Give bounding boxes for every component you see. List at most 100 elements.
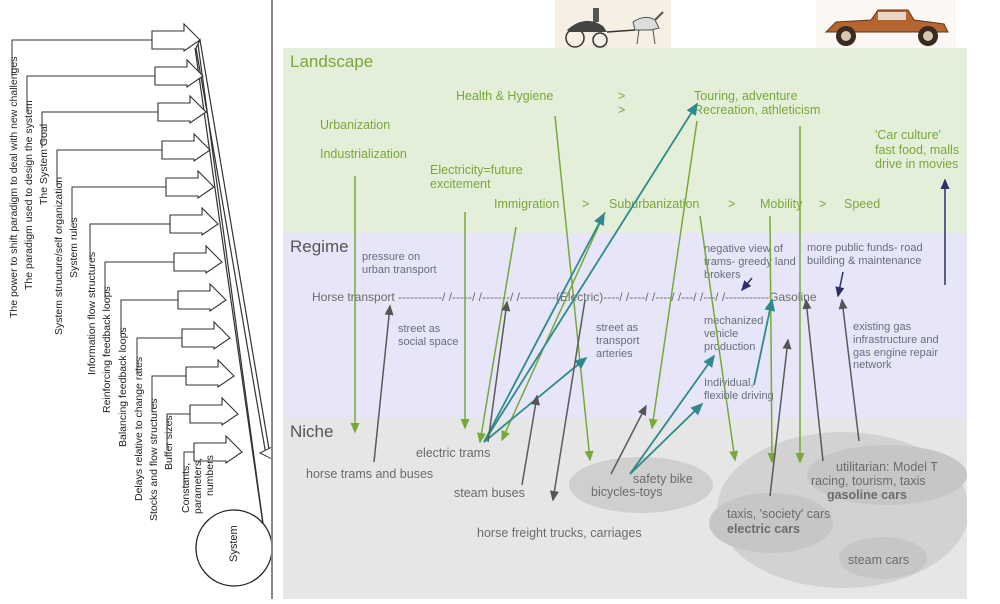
leverage-points-panel: The power to shift paradigm to deal with… [0, 0, 273, 599]
leverage-arrow [193, 434, 243, 465]
street-social-text-1: street as [398, 323, 441, 335]
horse-trams-text: horse trams and buses [306, 467, 434, 481]
negative-view-text-2: trams- greedy land [704, 256, 796, 268]
taxis-society-text: taxis, 'society' cars [727, 507, 831, 521]
leverage-label-3: The System Goal [38, 123, 50, 205]
car-culture-text-1: 'Car culture' [875, 128, 941, 142]
leverage-label-9: Delays relative to change rates [133, 356, 145, 501]
public-funds-text-2: building & maintenance [807, 255, 922, 267]
utilitarian-text: utilitarian: Model T [836, 460, 938, 474]
steam-buses-text: steam buses [454, 486, 525, 500]
leverage-leader-line [151, 375, 186, 412]
mechanized-text-2: vehicle [704, 328, 739, 340]
street-arteries-text-3: arteries [596, 348, 633, 360]
regime-timeline-text: Horse transport -----------/ /-----/ /--… [312, 290, 817, 304]
leverage-label-7: Reinforcing feedback loops [101, 286, 113, 413]
leverage-arrow [173, 244, 223, 275]
negative-view-text-1: negative view of [704, 243, 783, 255]
leverage-leader-line [71, 186, 166, 223]
landscape-gt-4: > [728, 197, 736, 211]
leverage-label-1: The power to shift paradigm to deal with… [8, 56, 20, 318]
existing-gas-text-3: gas engine repair [853, 347, 939, 359]
landscape-gt-5: > [819, 197, 827, 211]
leverage-arrow [161, 132, 211, 163]
leverage-leader-line [11, 39, 152, 76]
existing-gas-text-1: existing gas [853, 321, 912, 333]
racing-text: racing, tourism, taxis [811, 474, 926, 488]
electricity-text-1: Electricity=future [430, 163, 523, 177]
leverage-label-4: System structure/self organization [53, 176, 65, 335]
gasoline-cars-text: gasoline cars [827, 488, 907, 502]
leverage-leader-line [104, 261, 174, 298]
leverage-label-10: Stocks and flow structures [148, 398, 160, 521]
immigration-text: Immigration [494, 197, 560, 211]
leverage-arrow [151, 22, 201, 53]
leverage-arrow [165, 169, 215, 200]
street-social-text-2: social space [398, 336, 459, 348]
horse-freight-text: horse freight trucks, carriages [477, 526, 642, 540]
recreation-text: Recreation, athleticism [694, 103, 821, 117]
mechanized-text-1: mechanized [704, 315, 764, 327]
leverage-leader-line [26, 75, 155, 112]
landscape-label: Landscape [290, 52, 374, 71]
leverage-leader-line [41, 111, 158, 148]
leverage-label-13: parameters, [192, 457, 204, 514]
speed-text: Speed [844, 197, 881, 211]
leverage-label-2: The paradigm used to design the system [23, 100, 35, 290]
negative-view-text-3: brokers [704, 269, 741, 281]
landscape-gt-2: > [618, 103, 626, 117]
niche-label: Niche [290, 422, 334, 441]
vintage-car-picture [816, 0, 956, 50]
carriage-picture [555, 0, 671, 50]
car-culture-text-2: fast food, malls [875, 143, 960, 157]
electric-trams-text: electric trams [416, 446, 491, 460]
existing-gas-text-4: network [853, 359, 892, 371]
pressure-text-1: pressure on [362, 251, 421, 263]
leverage-leader-line [56, 149, 162, 186]
car-culture-text-3: drive in movies [875, 157, 959, 171]
leverage-arrow [177, 282, 227, 313]
leverage-label-14: numbers [204, 455, 216, 496]
public-funds-text-1: more public funds- road [807, 242, 923, 254]
leverage-arrow [157, 94, 207, 125]
safety-bike-text: safety bike [633, 472, 693, 486]
health-hygiene-text: Health & Hygiene [456, 89, 554, 103]
landscape-gt-1: > [618, 89, 626, 103]
leverage-label-11: Buffer sizes [163, 415, 175, 470]
mechanized-text-3: production [704, 341, 756, 353]
street-arteries-text-1: street as [596, 322, 639, 334]
leverage-arrow [154, 58, 204, 89]
electricity-text-2: excitement [430, 177, 491, 191]
leverage-label-8: Balancing feedback loops [117, 327, 129, 447]
suburbanization-text: Suburbanization [609, 197, 700, 211]
leverage-label-5: System rules [68, 217, 80, 278]
system-label: System [228, 525, 240, 562]
panel-divider [271, 0, 273, 599]
leverage-leader-line [136, 337, 182, 374]
leverage-arrow [169, 206, 219, 237]
leverage-arrow [181, 320, 231, 351]
steam-cars-text: steam cars [848, 553, 910, 567]
individual-driving-text-1: Individual, [704, 377, 754, 389]
leverage-leader-line [120, 299, 178, 336]
urbanization-text: Urbanization [320, 118, 391, 132]
electric-cars-text: electric cars [727, 522, 800, 536]
industrialization-text: Industrialization [320, 147, 407, 161]
leverage-arrow [185, 358, 235, 389]
landscape-gt-3: > [582, 197, 590, 211]
street-arteries-text-2: transport [596, 335, 640, 347]
leverage-leader-line [183, 451, 194, 488]
leverage-leader-line [166, 413, 190, 450]
touring-text: Touring, adventure [694, 89, 798, 103]
leverage-arrow [189, 396, 239, 427]
pressure-text-2: urban transport [362, 264, 437, 276]
individual-driving-text-2: flexible driving [704, 390, 774, 402]
bicycles-toys-text: bicycles-toys [591, 485, 663, 499]
mobility-text: Mobility [760, 197, 803, 211]
leverage-label-12: Constants, [180, 462, 192, 513]
existing-gas-text-2: infrastructure and [853, 334, 939, 346]
leverage-arrows-diagram [11, 22, 273, 561]
leverage-leader-line [89, 223, 170, 260]
regime-label: Regime [290, 237, 349, 256]
leverage-label-6: Information flow structures [86, 251, 98, 375]
